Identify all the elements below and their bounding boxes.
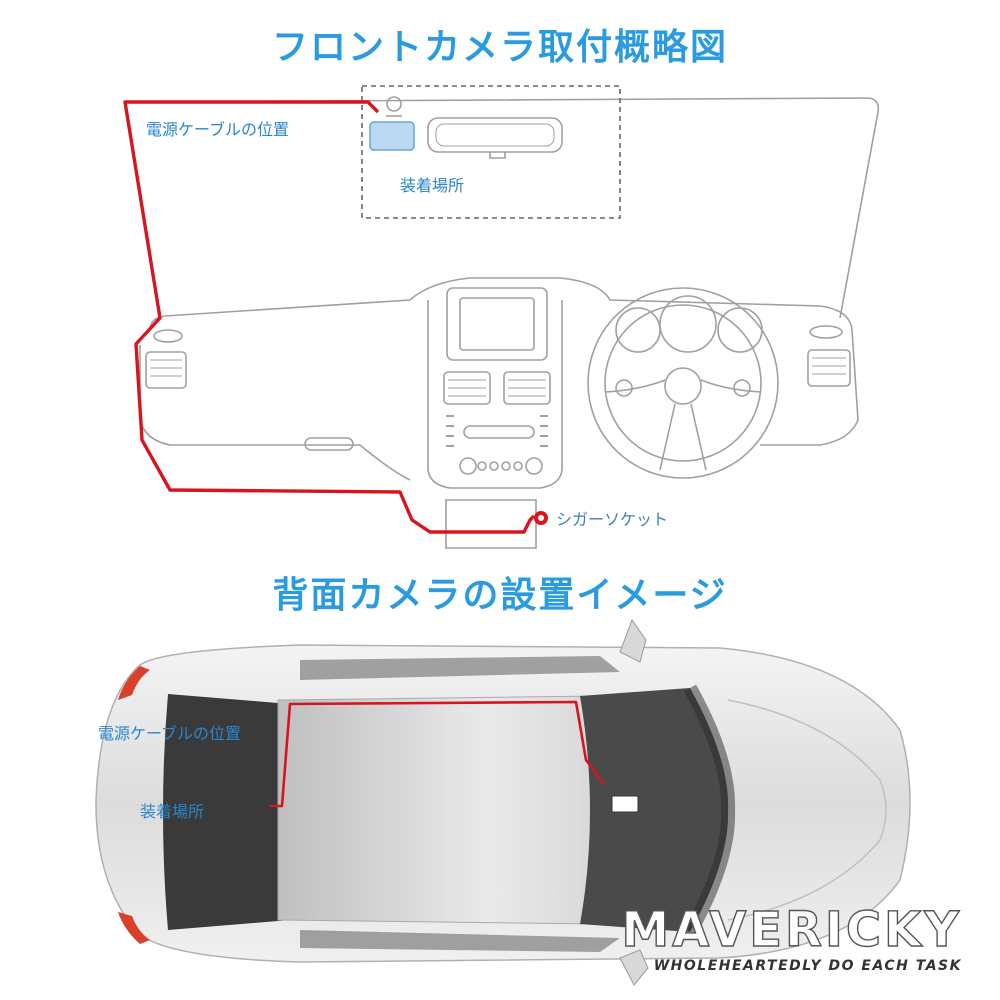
socket-label: シガーソケット bbox=[556, 510, 669, 529]
front-windshield bbox=[580, 688, 729, 932]
rear-mount-label: 装着場所 bbox=[140, 802, 205, 821]
gauge-center bbox=[659, 295, 717, 353]
rear-cable-label: 電源ケーブルの位置 bbox=[98, 724, 242, 743]
windshield-outline bbox=[124, 97, 880, 319]
side-mirror-bottom bbox=[619, 949, 649, 986]
steering-wheel bbox=[587, 287, 779, 479]
left-speaker-grille bbox=[153, 329, 183, 343]
console-buttons bbox=[477, 461, 523, 471]
center-console-outline bbox=[427, 300, 563, 489]
brand-logo-text: MAVERICKY bbox=[621, 902, 962, 958]
taillight-top bbox=[118, 666, 150, 700]
glovebox-handle bbox=[304, 437, 354, 451]
rear-window bbox=[163, 694, 290, 930]
rear-diagram-title: 背面カメラの設置イメージ bbox=[272, 575, 728, 616]
right-air-vent bbox=[807, 349, 851, 387]
front-cable-label: 電源ケーブルの位置 bbox=[146, 120, 290, 139]
front-dashcam-icon bbox=[369, 121, 415, 151]
front-power-cable-route bbox=[123, 100, 536, 534]
brand-tagline: WHOLEHEARTEDLY DO EACH TASK bbox=[653, 958, 962, 974]
center-control-bar bbox=[463, 425, 535, 439]
mount-area-dashed-box bbox=[361, 85, 621, 219]
side-mirror-top bbox=[619, 618, 647, 663]
right-speaker-grille bbox=[809, 325, 843, 339]
steering-hub bbox=[664, 367, 702, 405]
dashboard-illustration bbox=[123, 85, 880, 549]
console-knob-right bbox=[525, 457, 543, 475]
brand-watermark: MAVERICKY WHOLEHEARTEDLY DO EACH TASK bbox=[621, 902, 962, 974]
front-diagram-title: フロントカメラ取付概略図 bbox=[271, 27, 728, 68]
mirror-mount-icon bbox=[386, 96, 402, 112]
center-vent-left bbox=[443, 371, 491, 405]
console-knob-left bbox=[459, 457, 477, 475]
center-screen bbox=[459, 297, 535, 351]
rear-camera-device-icon bbox=[611, 795, 639, 813]
taillight-bottom bbox=[118, 912, 150, 944]
side-window-top bbox=[300, 656, 620, 680]
center-screen-frame bbox=[446, 287, 548, 361]
side-window-bottom bbox=[300, 930, 620, 952]
rear-power-cable-route bbox=[270, 700, 606, 808]
center-vent-right bbox=[503, 371, 551, 405]
rearview-mirror bbox=[427, 117, 563, 153]
front-mount-label: 装着場所 bbox=[400, 176, 465, 195]
gauge-right bbox=[717, 307, 763, 353]
left-air-vent bbox=[145, 351, 187, 389]
